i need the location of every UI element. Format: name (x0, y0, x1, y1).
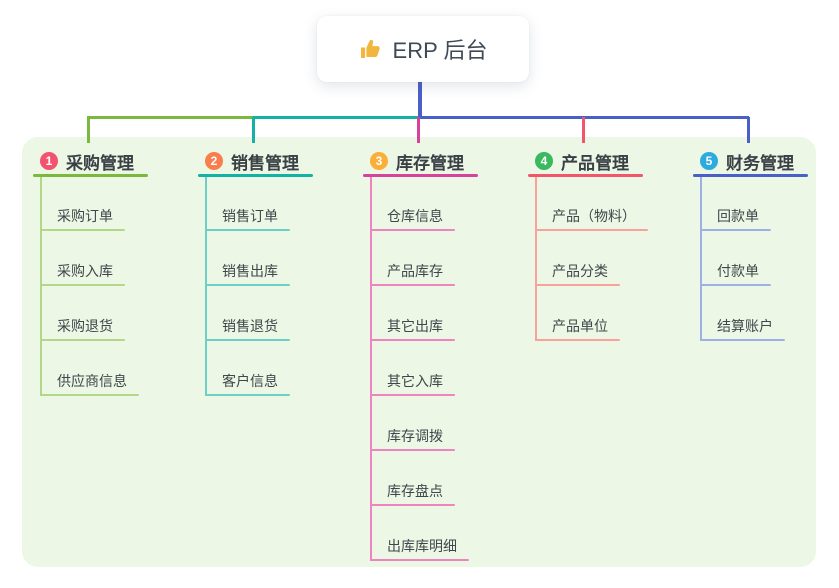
branch-badge: 5 (700, 152, 718, 170)
child-connector-line (370, 177, 372, 561)
branch-underline (198, 174, 313, 177)
branch-underline (693, 174, 808, 177)
connector-drop-line (582, 117, 585, 143)
branch-badge: 3 (370, 152, 388, 170)
child-node[interactable]: 采购退货 (57, 318, 113, 334)
root-title: ERP 后台 (392, 38, 488, 63)
child-underline (370, 229, 455, 231)
branch-underline (33, 174, 148, 177)
child-underline (535, 339, 620, 341)
branch-badge: 4 (535, 152, 553, 170)
child-underline (370, 504, 455, 506)
child-underline (40, 339, 125, 341)
branch-label: 产品管理 (561, 153, 629, 173)
child-underline (370, 284, 455, 286)
child-node[interactable]: 采购订单 (57, 208, 113, 224)
branch-underline (528, 174, 643, 177)
branch-header-5[interactable]: 5 财务管理 (693, 148, 808, 174)
child-node[interactable]: 产品单位 (552, 318, 608, 334)
child-underline (700, 284, 771, 286)
child-node[interactable]: 结算账户 (717, 318, 773, 334)
branch-label: 财务管理 (726, 153, 794, 173)
child-node[interactable]: 采购入库 (57, 263, 113, 279)
child-underline (700, 229, 771, 231)
child-connector-line (205, 177, 207, 396)
child-node[interactable]: 付款单 (717, 263, 759, 279)
child-node[interactable]: 销售退货 (222, 318, 278, 334)
branch-badge: 2 (205, 152, 223, 170)
thumbs-up-icon (359, 37, 383, 61)
child-node[interactable]: 销售出库 (222, 263, 278, 279)
child-node[interactable]: 其它入库 (387, 373, 443, 389)
branch-underline (363, 174, 478, 177)
root-connector-line (418, 82, 422, 117)
child-underline (370, 394, 455, 396)
child-node[interactable]: 出库库明细 (387, 538, 457, 554)
connector-drop-line (252, 117, 255, 143)
child-connector-line (40, 177, 42, 396)
child-underline (205, 229, 290, 231)
child-node[interactable]: 销售订单 (222, 208, 278, 224)
child-underline (370, 339, 455, 341)
background-panel (22, 137, 816, 567)
child-connector-line (700, 177, 702, 341)
child-node[interactable]: 其它出库 (387, 318, 443, 334)
connector-trunk-segment (253, 116, 419, 119)
child-underline (535, 284, 620, 286)
child-underline (40, 229, 125, 231)
branch-badge: 1 (40, 152, 58, 170)
connector-drop-line (747, 117, 750, 143)
child-underline (205, 284, 290, 286)
branch-header-1[interactable]: 1 采购管理 (33, 148, 148, 174)
child-node[interactable]: 库存盘点 (387, 483, 443, 499)
child-underline (370, 559, 469, 561)
child-underline (205, 394, 290, 396)
root-node[interactable]: ERP 后台 (317, 16, 529, 82)
child-underline (40, 394, 139, 396)
branch-label: 采购管理 (66, 153, 134, 173)
branch-label: 销售管理 (231, 153, 299, 173)
child-connector-line (535, 177, 537, 341)
connector-trunk-segment (87, 116, 254, 119)
branch-label: 库存管理 (396, 153, 464, 173)
child-node[interactable]: 客户信息 (222, 373, 278, 389)
child-node[interactable]: 产品（物料） (552, 208, 636, 224)
child-node[interactable]: 库存调拨 (387, 428, 443, 444)
connector-drop-line (87, 117, 90, 143)
child-node[interactable]: 产品库存 (387, 263, 443, 279)
child-node[interactable]: 供应商信息 (57, 373, 127, 389)
child-node[interactable]: 仓库信息 (387, 208, 443, 224)
child-underline (40, 284, 125, 286)
child-node[interactable]: 产品分类 (552, 263, 608, 279)
branch-header-2[interactable]: 2 销售管理 (198, 148, 313, 174)
child-underline (535, 229, 648, 231)
child-node[interactable]: 回款单 (717, 208, 759, 224)
connector-drop-line (417, 117, 420, 143)
branch-header-3[interactable]: 3 库存管理 (363, 148, 478, 174)
child-underline (700, 339, 785, 341)
branch-header-4[interactable]: 4 产品管理 (528, 148, 643, 174)
child-underline (370, 449, 455, 451)
child-underline (205, 339, 290, 341)
